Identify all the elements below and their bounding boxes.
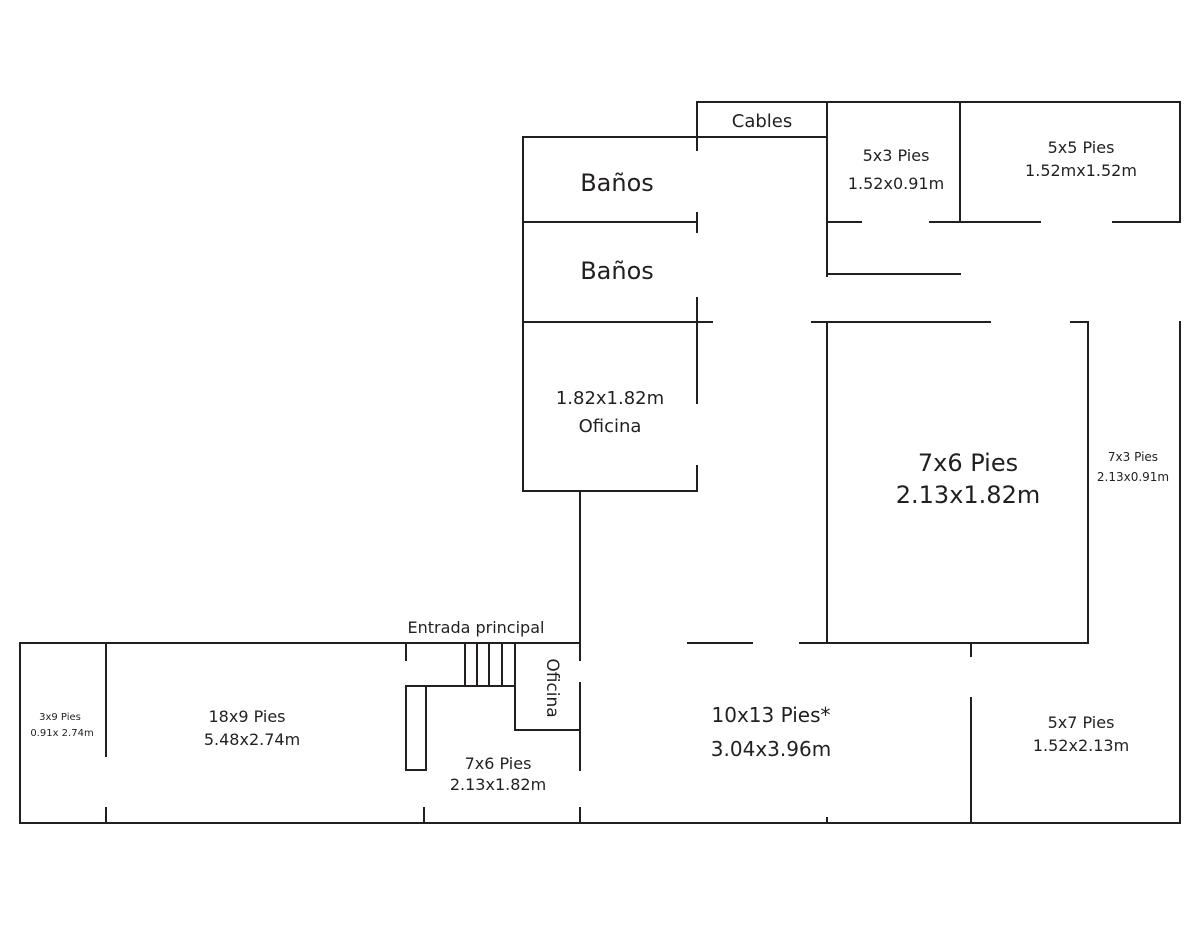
room-7x6-large-name: 7x6 Pies bbox=[918, 449, 1018, 477]
room-5x5-metric: 1.52mx1.52m bbox=[1025, 161, 1137, 180]
room-7x3-name: 7x3 Pies bbox=[1108, 450, 1158, 464]
room-10x13-metric: 3.04x3.96m bbox=[711, 737, 831, 761]
room-18x9-metric: 5.48x2.74m bbox=[204, 730, 300, 749]
room-5x7-name: 5x7 Pies bbox=[1048, 713, 1115, 732]
room-5x7-metric: 1.52x2.13m bbox=[1033, 736, 1129, 755]
banos-label-bottom: Baños bbox=[580, 257, 654, 285]
stairs bbox=[405, 642, 516, 771]
room-5x3-metric: 1.52x0.91m bbox=[848, 174, 944, 193]
cables-label: Cables bbox=[732, 111, 792, 132]
banos-label-top: Baños bbox=[580, 169, 654, 197]
room-7x3-metric: 2.13x0.91m bbox=[1097, 470, 1169, 484]
walls bbox=[19, 101, 1181, 824]
room-3x9-metric: 0.91x 2.74m bbox=[30, 728, 93, 739]
room-18x9-name: 18x9 Pies bbox=[208, 707, 285, 726]
room-7x6-small-name: 7x6 Pies bbox=[465, 754, 532, 773]
room-5x3-name: 5x3 Pies bbox=[863, 146, 930, 165]
room-10x13-name: 10x13 Pies* bbox=[712, 703, 831, 727]
room-labels: Cables Baños Baños 5x3 Pies 1.52x0.91m 5… bbox=[30, 111, 1169, 794]
room-5x5-name: 5x5 Pies bbox=[1048, 138, 1115, 157]
main-entrance-label: Entrada principal bbox=[408, 618, 545, 637]
office-upper-name: Oficina bbox=[579, 416, 642, 437]
office-small-label: Oficina bbox=[542, 658, 562, 717]
room-3x9-name: 3x9 Pies bbox=[39, 712, 81, 723]
room-7x6-small-metric: 2.13x1.82m bbox=[450, 775, 546, 794]
office-upper-metric: 1.82x1.82m bbox=[556, 388, 664, 409]
room-7x6-large-metric: 2.13x1.82m bbox=[896, 481, 1040, 509]
